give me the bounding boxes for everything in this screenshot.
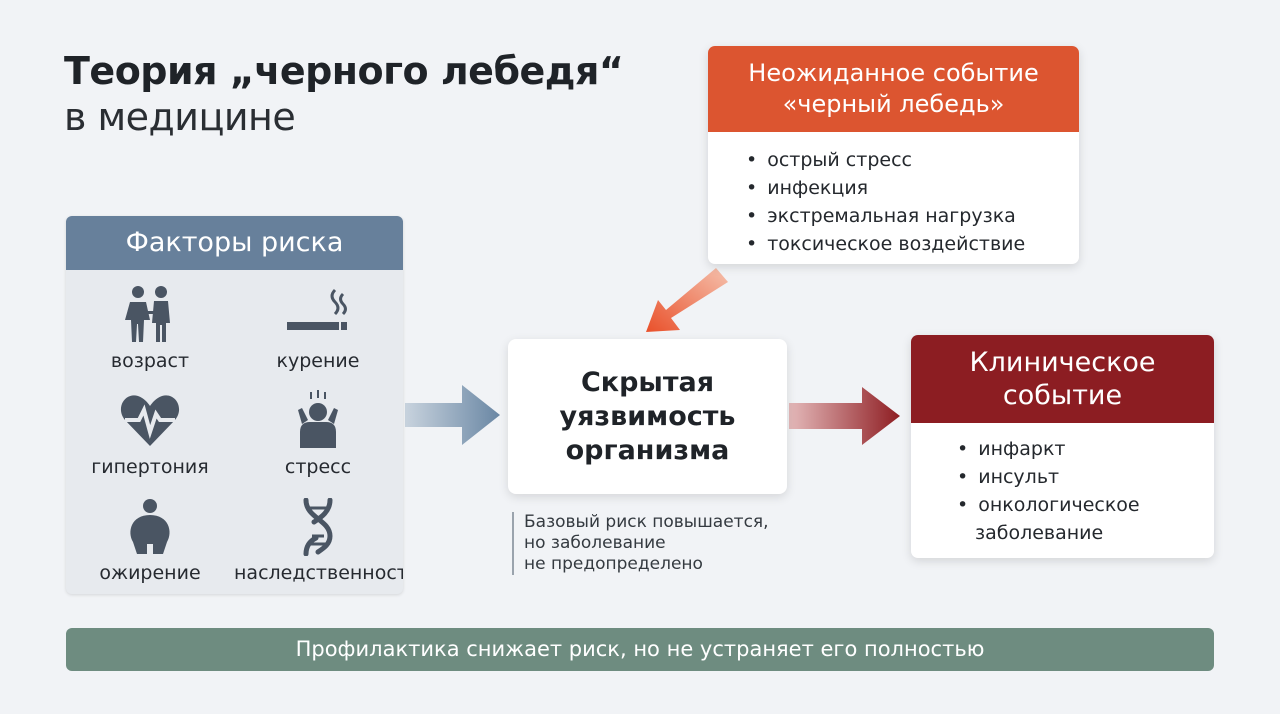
list-item: острый стресс xyxy=(746,146,1079,174)
prevention-banner: Профилактика снижает риск, но не устраня… xyxy=(66,628,1214,671)
factor-label: курение xyxy=(276,350,360,372)
title-line-1: Теория „черного лебедя“ xyxy=(64,49,624,93)
clinical-heading-line-1: Клиническое xyxy=(969,347,1156,378)
factor-heredity: наследственность xyxy=(234,498,403,584)
arrow-center-to-clinical xyxy=(789,387,900,445)
black-swan-heading-line-1: Неожиданное событие xyxy=(748,59,1039,87)
note-line-1: Базовый риск повышается, xyxy=(524,512,769,532)
factor-hypertension: гипертония xyxy=(66,390,234,478)
arrow-risk-to-center xyxy=(405,385,500,445)
list-item: токсическое воздействие xyxy=(746,230,1079,258)
note-line-3: не предопределено xyxy=(524,554,703,574)
note-line-2: но заболевание xyxy=(524,533,666,553)
list-item: экстремальная нагрузка xyxy=(746,202,1079,230)
black-swan-heading-line-2: «черный лебедь» xyxy=(782,90,1005,118)
center-line-1: Скрытая xyxy=(580,366,715,398)
heart-pulse-icon xyxy=(120,395,180,446)
risk-factors-panel: Факторы риска возраст курение xyxy=(66,216,403,594)
elderly-couple-icon xyxy=(125,286,170,342)
clinical-event-heading: Клиническое событие xyxy=(911,335,1214,423)
cigarette-icon xyxy=(287,288,347,330)
obese-person-icon xyxy=(130,499,170,554)
risk-factors-heading: Факторы риска xyxy=(66,216,403,270)
factor-age: возраст xyxy=(66,284,234,372)
list-item: инфекция xyxy=(746,174,1079,202)
dna-icon xyxy=(303,498,333,556)
factor-smoking: курение xyxy=(234,284,402,372)
black-swan-heading: Неожиданное событие «черный лебедь» xyxy=(708,46,1079,132)
list-item: онкологическое заболевание xyxy=(957,491,1157,547)
hidden-vulnerability-box: Скрытая уязвимость организма xyxy=(508,339,787,494)
factor-label: наследственность xyxy=(234,562,403,584)
list-item: инсульт xyxy=(957,463,1214,491)
factor-stress: стресс xyxy=(234,390,402,478)
clinical-heading-line-2: событие xyxy=(1002,380,1123,411)
black-swan-card: Неожиданное событие «черный лебедь» остр… xyxy=(708,46,1079,264)
clinical-event-card: Клиническое событие инфаркт инсульт онко… xyxy=(911,335,1214,558)
base-risk-note: Базовый риск повышается, но заболевание … xyxy=(512,512,769,575)
list-item: инфаркт xyxy=(957,435,1214,463)
black-swan-list: острый стресс инфекция экстремальная наг… xyxy=(708,132,1079,258)
factor-label: ожирение xyxy=(99,562,201,584)
factor-obesity: ожирение xyxy=(66,498,234,584)
factor-label: возраст xyxy=(110,350,190,372)
center-line-2: уязвимость xyxy=(559,400,736,432)
factor-label: стресс xyxy=(284,456,352,478)
stressed-person-icon xyxy=(298,390,338,448)
arrow-swan-to-center xyxy=(646,268,728,332)
clinical-event-list: инфаркт инсульт онкологическое заболеван… xyxy=(911,423,1214,547)
page-title: Теория „черного лебедя“ в медицине xyxy=(64,48,624,140)
title-line-2: в медицине xyxy=(64,95,296,139)
factor-label: гипертония xyxy=(91,456,209,478)
center-line-3: организма xyxy=(565,434,730,466)
